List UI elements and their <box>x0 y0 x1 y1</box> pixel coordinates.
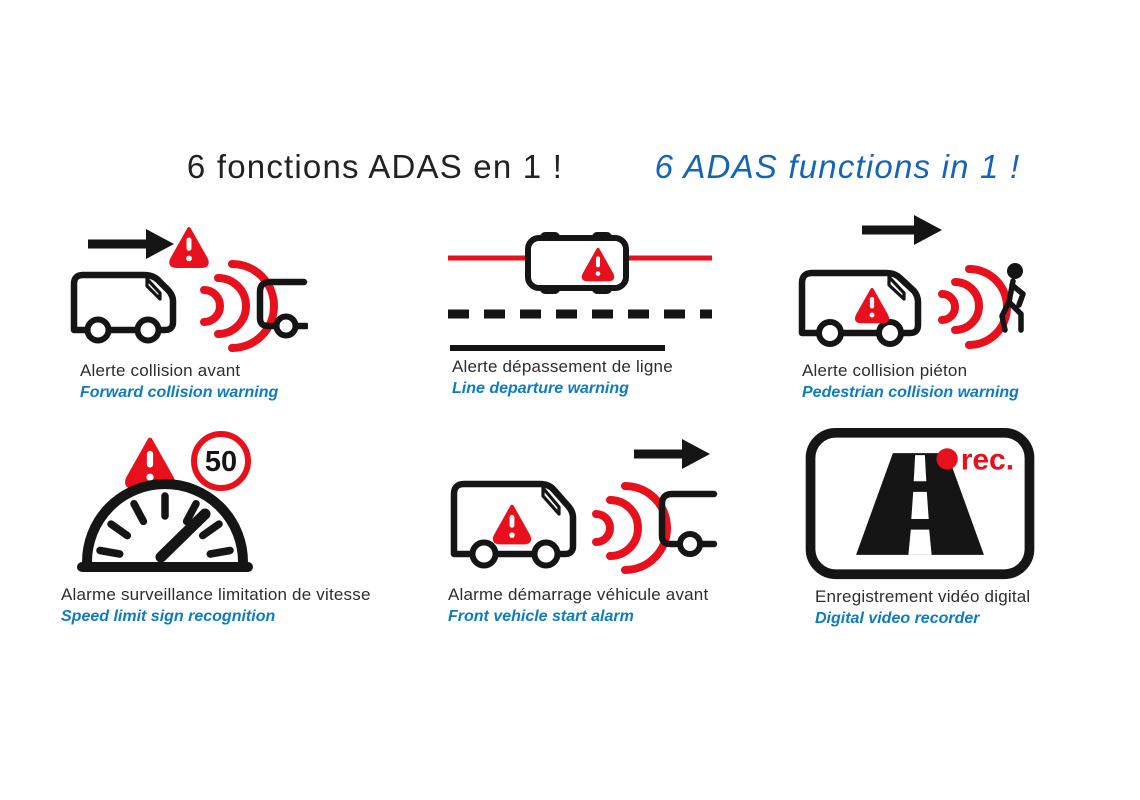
title-english: 6 ADAS functions in 1 ! <box>654 148 1021 185</box>
feature-label-en: Line departure warning <box>452 380 629 398</box>
svg-text:rec.: rec. <box>961 444 1014 477</box>
road-shape <box>856 453 984 555</box>
feature-label-en: Speed limit sign recognition <box>61 608 276 626</box>
feature-video-recorder: rec. Enregistrement vidéo digital Digita… <box>800 426 1060 629</box>
title-french: 6 fonctions ADAS en 1 ! <box>186 148 564 185</box>
road-screen-rec-icon: rec. <box>805 427 1035 580</box>
feature-label-en: Pedestrian collision warning <box>802 384 1019 402</box>
feature-label-fr: Alerte collision piéton <box>802 361 968 380</box>
feature-pedestrian-collision: Alerte collision piéton Pedestrian colli… <box>790 208 1050 403</box>
feature-front-vehicle-start: Alarme démarrage véhicule avant Front ve… <box>438 432 728 627</box>
feature-label-fr: Enregistrement vidéo digital <box>815 587 1031 606</box>
feature-forward-collision: Alerte collision avant Forward collision… <box>58 218 318 403</box>
rec-indicator: rec. <box>936 444 1014 477</box>
van-warning-waves-icon <box>70 227 308 352</box>
feature-speed-limit: 50 Alarme surveillance limitation de vit… <box>55 430 385 627</box>
speedometer <box>77 479 253 572</box>
feature-label-en: Digital video recorder <box>815 610 980 628</box>
feature-label-fr: Alarme démarrage véhicule avant <box>448 585 709 604</box>
speed-limit-sign: 50 <box>191 431 251 491</box>
car-top-lane-lines-icon <box>448 232 712 351</box>
van-waves-front-vehicle-icon <box>450 439 718 574</box>
feature-label-fr: Alerte dépassement de ligne <box>452 357 673 376</box>
svg-text:50: 50 <box>205 446 237 478</box>
pedestrian-figure <box>999 263 1026 333</box>
feature-line-departure: Alerte dépassement de ligne Line departu… <box>440 222 730 399</box>
feature-label-fr: Alarme surveillance limitation de vitess… <box>61 585 371 604</box>
van-waves-pedestrian-icon <box>798 215 1026 349</box>
feature-label-en: Front vehicle start alarm <box>448 608 634 626</box>
feature-label-fr: Alerte collision avant <box>80 361 241 380</box>
feature-label-en: Forward collision warning <box>80 384 279 402</box>
speedometer-warning-50-icon: 50 <box>77 431 253 572</box>
